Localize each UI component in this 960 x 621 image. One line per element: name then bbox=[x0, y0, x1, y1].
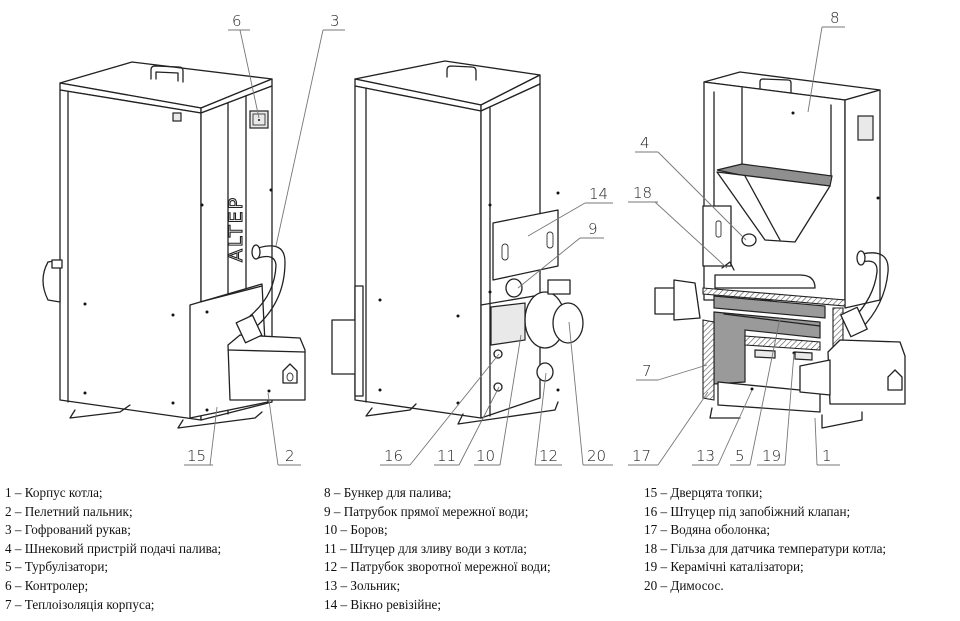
flue-outlet bbox=[490, 302, 526, 346]
callout-15: 15 bbox=[187, 447, 206, 465]
exhauster-left bbox=[42, 259, 61, 303]
legend-item: 17 – Водяна оболонка; bbox=[644, 522, 771, 538]
legend-item: 19 – Керамічні каталізатори; bbox=[644, 559, 804, 575]
supply-pipe bbox=[505, 278, 523, 298]
callout-18: 18 bbox=[633, 184, 652, 202]
boiler-drawing: ALTEP bbox=[42, 9, 906, 466]
ash-pan bbox=[717, 381, 821, 413]
boiler-side-rear bbox=[354, 85, 482, 419]
legend-item: 14 – Вікно ревізійне; bbox=[324, 596, 442, 612]
boiler-side-panel bbox=[59, 89, 202, 421]
callout-10: 10 bbox=[476, 447, 495, 465]
view-front-left: ALTEP bbox=[42, 61, 306, 429]
corrugated-hose bbox=[249, 245, 286, 326]
boiler-foot bbox=[69, 404, 131, 419]
legend-item: 7 – Теплоізоляція корпуса; bbox=[5, 596, 155, 612]
legend-item: 15 – Дверцята топки; bbox=[644, 485, 763, 500]
callout-5: 5 bbox=[735, 447, 745, 465]
view-cutaway bbox=[654, 71, 906, 429]
legend-item: 20 – Димосос. bbox=[644, 577, 724, 593]
callout-14: 14 bbox=[589, 185, 608, 203]
legend-item: 9 – Патрубок прямої мережної води; bbox=[324, 503, 529, 519]
cutaway-burner bbox=[827, 339, 906, 405]
legend-item: 8 – Бункер для палива; bbox=[324, 485, 452, 500]
legend-item: 5 – Турбулізатори; bbox=[5, 559, 109, 575]
safety-valve-fitting bbox=[493, 349, 503, 359]
water-jacket-top bbox=[713, 295, 826, 319]
callout-20: 20 bbox=[587, 447, 606, 465]
callout-6: 6 bbox=[232, 12, 242, 30]
insulation-side bbox=[702, 319, 715, 401]
legend-item: 16 – Штуцер під запобіжний клапан; bbox=[644, 503, 851, 519]
parts-legend: 1 – Корпус котла; 2 – Пелетний пальник; … bbox=[0, 484, 960, 621]
callout-1: 1 bbox=[822, 447, 832, 465]
callout-17: 17 bbox=[632, 447, 651, 465]
drain-fitting bbox=[493, 382, 503, 392]
legend-column-1: 1 – Корпус котла; 2 – Пелетний пальник; … bbox=[5, 484, 221, 614]
legend-item: 2 – Пелетний пальник; bbox=[5, 503, 133, 519]
callout-16: 16 bbox=[384, 447, 403, 465]
view-rear bbox=[331, 60, 584, 425]
ceramic-catalysts bbox=[744, 335, 821, 351]
callout-2: 2 bbox=[285, 447, 295, 465]
auger-feeder bbox=[741, 233, 757, 247]
callout-19: 19 bbox=[762, 447, 781, 465]
legend-item: 12 – Патрубок зворотної мережної води; bbox=[324, 559, 551, 575]
callout-8: 8 bbox=[830, 9, 840, 27]
callout-12: 12 bbox=[539, 447, 558, 465]
callout-13: 13 bbox=[696, 447, 715, 465]
legend-item: 6 – Контролер; bbox=[5, 577, 89, 593]
inspection-window bbox=[492, 209, 559, 281]
legend-item: 10 – Боров; bbox=[324, 522, 388, 538]
callout-7: 7 bbox=[642, 362, 652, 380]
callout-9: 9 bbox=[588, 220, 598, 238]
burner-logo-icon bbox=[282, 363, 298, 384]
callout-3: 3 bbox=[330, 12, 340, 30]
legend-item: 4 – Шнековий пристрій подачі палива; bbox=[5, 540, 222, 556]
callouts: 6 3 15 2 14 9 16 11 10 12 20 8 bbox=[184, 9, 845, 466]
legend-item: 11 – Штуцер для зливу води з котла; bbox=[324, 540, 527, 556]
legend-item: 3 – Гофрований рукав; bbox=[5, 522, 131, 538]
cutaway-front-panel bbox=[844, 89, 881, 309]
insulation-top bbox=[702, 287, 846, 307]
hopper-funnel bbox=[716, 171, 831, 243]
legend-item: 18 – Гільза для датчика температури котл… bbox=[644, 540, 887, 556]
legend-column-2: 8 – Бункер для палива; 9 – Патрубок прям… bbox=[324, 484, 551, 614]
callout-11: 11 bbox=[437, 447, 456, 465]
lid-handle bbox=[150, 65, 184, 83]
callout-4: 4 bbox=[640, 134, 650, 152]
cutaway-exhauster bbox=[673, 279, 701, 321]
legend-item: 13 – Зольник; bbox=[324, 577, 401, 593]
legend-item: 1 – Корпус котла; bbox=[5, 485, 103, 500]
legend-column-3: 15 – Дверцята топки; 16 – Штуцер під зап… bbox=[644, 484, 886, 596]
side-badge bbox=[172, 112, 182, 122]
brand-logo: ALTEP bbox=[225, 196, 247, 262]
